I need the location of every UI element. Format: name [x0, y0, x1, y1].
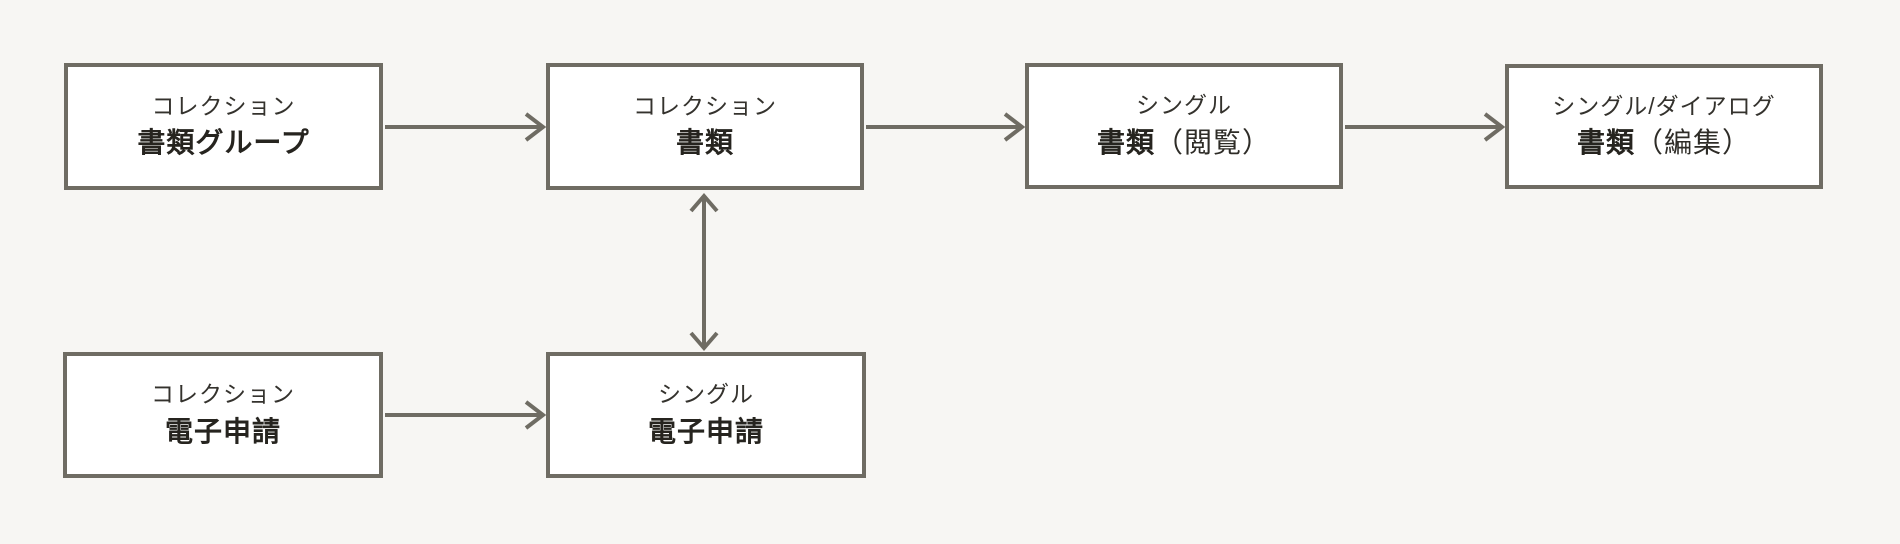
node-doc-edit: シングル/ダイアログ 書類（編集）: [1505, 64, 1823, 189]
arrow-eapp-collection-to-eapp-single: [385, 400, 547, 430]
node-title-main: 書類グループ: [137, 127, 310, 159]
node-title-main: 書類: [1576, 127, 1635, 159]
node-title: 電子申請: [647, 415, 764, 448]
node-title-main: 電子申請: [164, 415, 281, 447]
node-title-suffix: （編集）: [1635, 127, 1752, 159]
node-title: 電子申請: [164, 415, 281, 448]
node-type-label: コレクション: [151, 381, 295, 408]
node-type-label: シングル: [1136, 92, 1232, 119]
node-doc-view: シングル 書類（閲覧）: [1025, 63, 1343, 189]
node-type-label: シングル/ダイアログ: [1552, 92, 1776, 119]
node-type-label: シングル: [658, 381, 754, 408]
node-eapp-single: シングル 電子申請: [546, 352, 866, 478]
node-title-suffix: （閲覧）: [1155, 126, 1272, 158]
arrow-documents-to-doc-view: [866, 112, 1026, 142]
node-eapp-collection: コレクション 電子申請: [63, 352, 383, 478]
arrow-doc-view-to-doc-edit: [1345, 112, 1506, 142]
node-title-main: 書類: [1096, 126, 1155, 158]
node-title: 書類（編集）: [1576, 127, 1752, 159]
node-title: 書類: [675, 127, 734, 159]
node-title: 書類（閲覧）: [1096, 126, 1272, 159]
node-doc-group: コレクション 書類グループ: [64, 63, 383, 190]
node-title-main: 書類: [675, 127, 734, 159]
arrow-documents-eapp-single-bidirectional: [689, 192, 719, 352]
node-documents: コレクション 書類: [546, 63, 864, 190]
arrow-doc-group-to-documents: [385, 112, 547, 142]
node-title-main: 電子申請: [647, 415, 764, 447]
node-title: 書類グループ: [137, 127, 310, 159]
node-type-label: コレクション: [151, 92, 296, 119]
node-type-label: コレクション: [633, 92, 777, 119]
